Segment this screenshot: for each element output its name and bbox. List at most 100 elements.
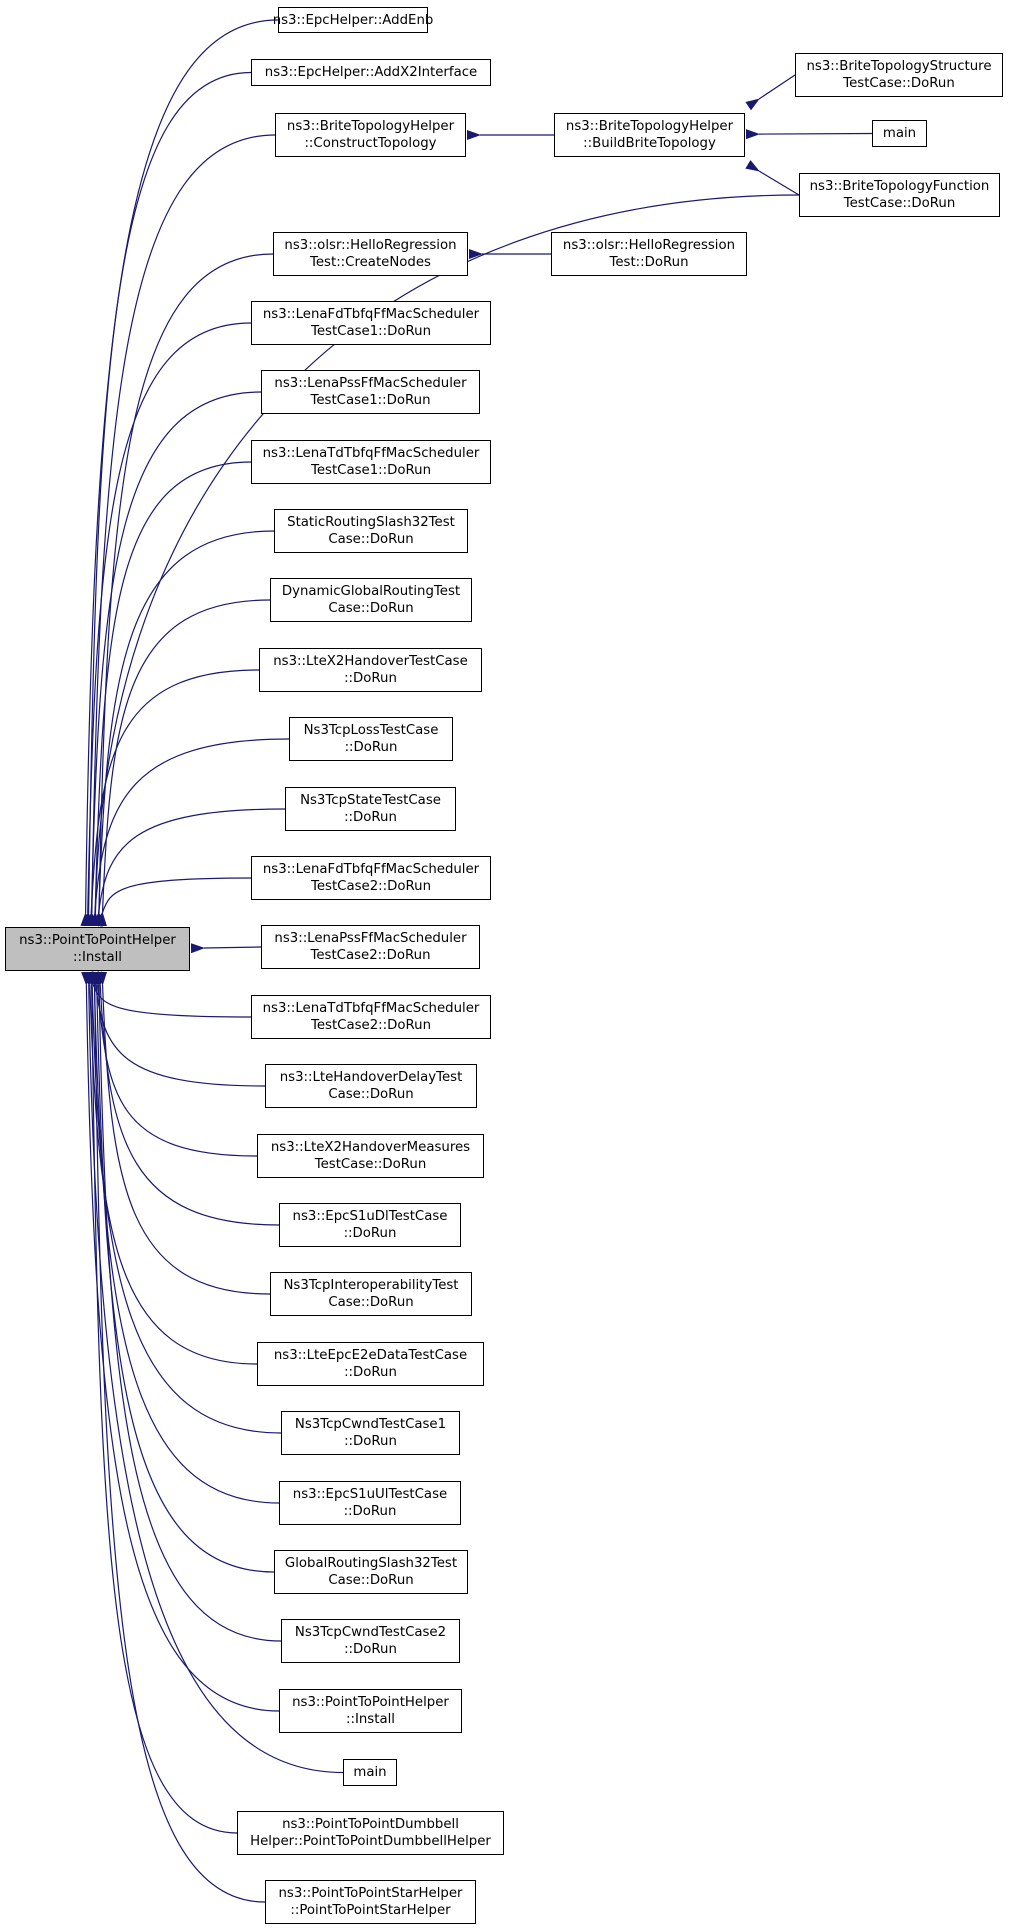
edge-n3c-to-n3a bbox=[745, 129, 873, 140]
node-label-line: Ns3TcpCwndTestCase1 bbox=[294, 1417, 447, 1432]
node-label-line: ns3::LteHandoverDelayTest bbox=[279, 1070, 463, 1085]
caller-node-n2[interactable]: ns3::EpcHelper::AddX2Interface bbox=[251, 59, 491, 86]
node-label-line: TestCase1::DoRun bbox=[310, 393, 431, 408]
node-label-line: Test::DoRun bbox=[609, 255, 689, 270]
caller-node-n21[interactable]: Ns3TcpCwndTestCase1::DoRun bbox=[281, 1411, 460, 1455]
caller-node-n25[interactable]: ns3::PointToPointHelper::Install bbox=[279, 1689, 462, 1733]
node-label-line: ns3::olsr::HelloRegression bbox=[562, 238, 736, 253]
edge-n10-to-root bbox=[85, 669, 260, 927]
edge-n4-to-root bbox=[93, 253, 274, 927]
node-label-line: ns3::LenaPssFfMacScheduler bbox=[274, 931, 467, 946]
edge-n3b-to-n3a bbox=[745, 74, 796, 111]
node-label-line: Case::DoRun bbox=[328, 1573, 414, 1588]
node-label-line: TestCase::DoRun bbox=[843, 196, 956, 211]
caller-node-n12[interactable]: Ns3TcpStateTestCase::DoRun bbox=[285, 787, 456, 831]
caller-node-n28[interactable]: ns3::PointToPointStarHelper::PointToPoin… bbox=[265, 1880, 476, 1924]
edge-n9-to-root bbox=[97, 599, 271, 927]
node-label-line: ns3::EpcS1uDlTestCase bbox=[292, 1209, 448, 1224]
caller-node-n10[interactable]: ns3::LteX2HandoverTestCase::DoRun bbox=[259, 648, 482, 692]
node-label-line: TestCase::DoRun bbox=[843, 76, 955, 91]
edge-n27-to-root bbox=[86, 971, 238, 1834]
node-label-line: Ns3TcpStateTestCase bbox=[300, 793, 441, 808]
node-label-line: ::DoRun bbox=[344, 671, 397, 686]
caller-node-n18[interactable]: ns3::EpcS1uDlTestCase::DoRun bbox=[279, 1203, 461, 1247]
edge-n1-to-root bbox=[80, 19, 279, 927]
node-label-line: ::DoRun bbox=[344, 1434, 397, 1449]
caller-node-n24[interactable]: Ns3TcpCwndTestCase2::DoRun bbox=[281, 1619, 460, 1663]
node-label-line: ns3::EpcHelper::AddX2Interface bbox=[264, 65, 478, 80]
caller-node-n3c[interactable]: main bbox=[872, 120, 927, 147]
edge-n25-to-root bbox=[81, 971, 280, 1712]
node-label-line: ::DoRun bbox=[344, 1365, 397, 1380]
edge-n17-to-root bbox=[92, 971, 258, 1157]
node-label-line: ::Install bbox=[73, 950, 122, 965]
caller-node-n22[interactable]: ns3::EpcS1uUlTestCase::DoRun bbox=[279, 1481, 461, 1525]
node-label-line: StaticRoutingSlash32Test bbox=[287, 515, 455, 530]
edge-n20-to-root bbox=[84, 971, 258, 1365]
edge-n3-to-root bbox=[86, 134, 276, 927]
edge-n2-to-root bbox=[83, 71, 252, 927]
node-label-line: main bbox=[882, 126, 917, 141]
edge-n24-to-root bbox=[93, 971, 282, 1642]
node-label-line: ns3::olsr::HelloRegression bbox=[284, 238, 457, 253]
edge-n11-to-root bbox=[88, 738, 290, 927]
edge-n15-to-root bbox=[83, 971, 252, 1018]
edge-n28-to-root bbox=[89, 971, 266, 1903]
caller-node-n20[interactable]: ns3::LteEpcE2eDataTestCase::DoRun bbox=[257, 1342, 484, 1386]
node-label-line: ::DoRun bbox=[343, 1226, 397, 1241]
edge-n7-to-root bbox=[89, 461, 252, 927]
node-label-line: ::BuildBriteTopology bbox=[583, 136, 716, 151]
caller-node-n3[interactable]: ns3::BriteTopologyHelper::ConstructTopol… bbox=[275, 113, 466, 157]
node-label-line: TestCase2::DoRun bbox=[310, 948, 431, 963]
edge-n8-to-root bbox=[93, 530, 275, 927]
edge-n3d-to-n3a bbox=[745, 160, 800, 196]
node-label-line: ns3::BriteTopologyStructure bbox=[806, 59, 992, 74]
node-label-line: ns3::PointToPointDumbbell bbox=[282, 1817, 459, 1832]
node-label-line: Ns3TcpLossTestCase bbox=[303, 723, 439, 738]
node-label-line: ns3::LenaFdTbfqFfMacScheduler bbox=[262, 862, 480, 877]
edge-n5-to-root bbox=[82, 322, 252, 927]
node-label-line: Ns3TcpInteroperabilityTest bbox=[283, 1278, 459, 1293]
node-label-line: Case::DoRun bbox=[328, 532, 414, 547]
node-label-line: ns3::PointToPointStarHelper bbox=[278, 1886, 463, 1901]
node-label-line: ns3::EpcHelper::AddEnb bbox=[272, 12, 434, 28]
caller-node-n11[interactable]: Ns3TcpLossTestCase::DoRun bbox=[289, 717, 453, 761]
node-label-line: ::PointToPointStarHelper bbox=[290, 1903, 451, 1918]
caller-node-n26[interactable]: main bbox=[343, 1759, 397, 1786]
edge-n18-to-root bbox=[94, 971, 280, 1226]
node-label-line: ns3::PointToPointHelper bbox=[19, 933, 176, 948]
edge-n19-to-root bbox=[97, 971, 271, 1295]
edge-n26-to-root bbox=[83, 971, 344, 1774]
caller-node-n3a[interactable]: ns3::BriteTopologyHelper::BuildBriteTopo… bbox=[554, 113, 745, 157]
focus-node: ns3::PointToPointHelper::Install bbox=[5, 927, 190, 971]
node-label-line: ns3::LteX2HandoverMeasures bbox=[270, 1140, 471, 1155]
node-label-line: Case::DoRun bbox=[328, 601, 414, 616]
node-label-line: Case::DoRun bbox=[328, 1295, 414, 1310]
node-label-line: ::DoRun bbox=[344, 1642, 397, 1657]
caller-node-n1[interactable]: ns3::EpcHelper::AddEnb bbox=[273, 7, 433, 33]
edge-n16-to-root bbox=[89, 971, 266, 1087]
edge-n13-to-root bbox=[93, 877, 252, 927]
node-label-line: ns3::LenaPssFfMacScheduler bbox=[274, 376, 467, 391]
node-label-line: ns3::LenaTdTbfqFfMacScheduler bbox=[262, 446, 480, 461]
edge-n14-to-root bbox=[190, 943, 262, 954]
node-label-line: ::DoRun bbox=[344, 810, 397, 825]
node-label-line: TestCase1::DoRun bbox=[310, 324, 431, 339]
